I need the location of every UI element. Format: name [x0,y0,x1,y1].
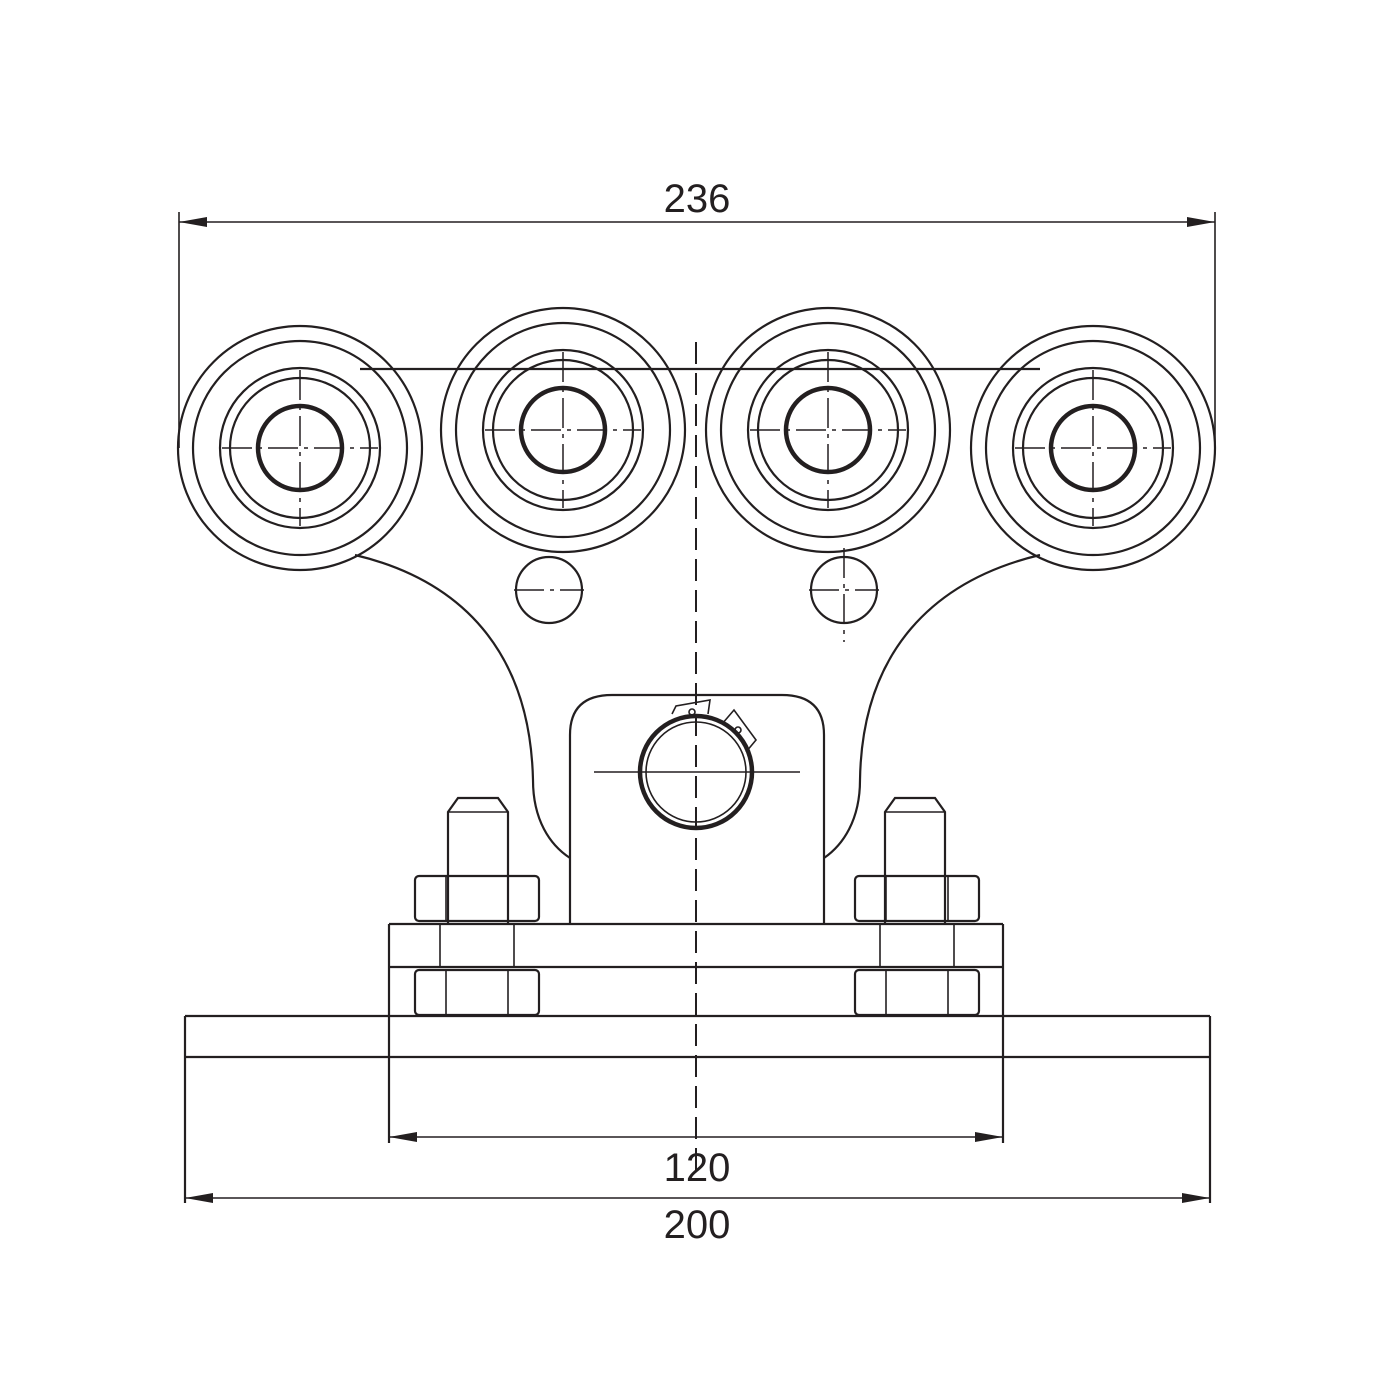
dimension-mounting-spacing: 120 [389,1132,1003,1190]
wheel-1 [176,324,424,572]
dimension-label-120: 120 [664,1146,731,1190]
bolt-right [853,796,981,1017]
dimension-overall-width: 236 [178,177,1216,448]
bolt-left [413,796,541,1017]
base-plate [183,1014,1212,1203]
carriage-body [354,367,1041,859]
mounting-plate [387,922,1005,1143]
body-hole-right [809,548,879,642]
dimension-label-200: 200 [664,1203,731,1247]
wheel-3 [704,306,952,554]
dimension-base-width: 200 [185,1193,1210,1247]
dimension-label-236: 236 [664,177,731,221]
body-hole-left [514,555,584,625]
wheel-2 [439,306,687,554]
wheel-4 [969,324,1217,572]
